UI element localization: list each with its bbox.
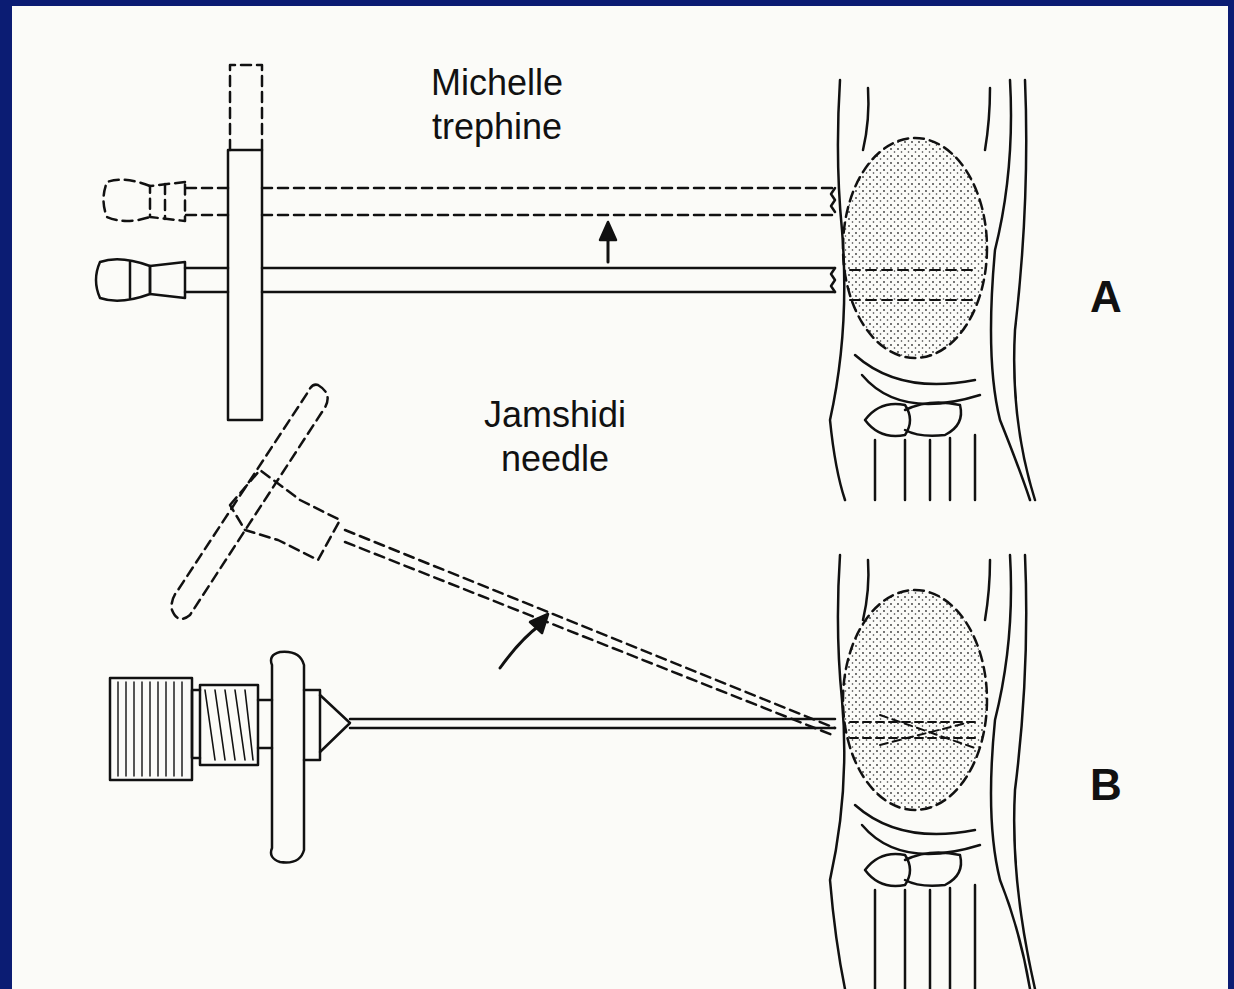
page-ground [12,6,1228,989]
panel-letter: A [1090,273,1122,321]
tool-name: Jamshidi needle [445,393,665,481]
panel-letter: B [1090,761,1122,809]
tool-name: Michelle trephine [387,61,607,149]
